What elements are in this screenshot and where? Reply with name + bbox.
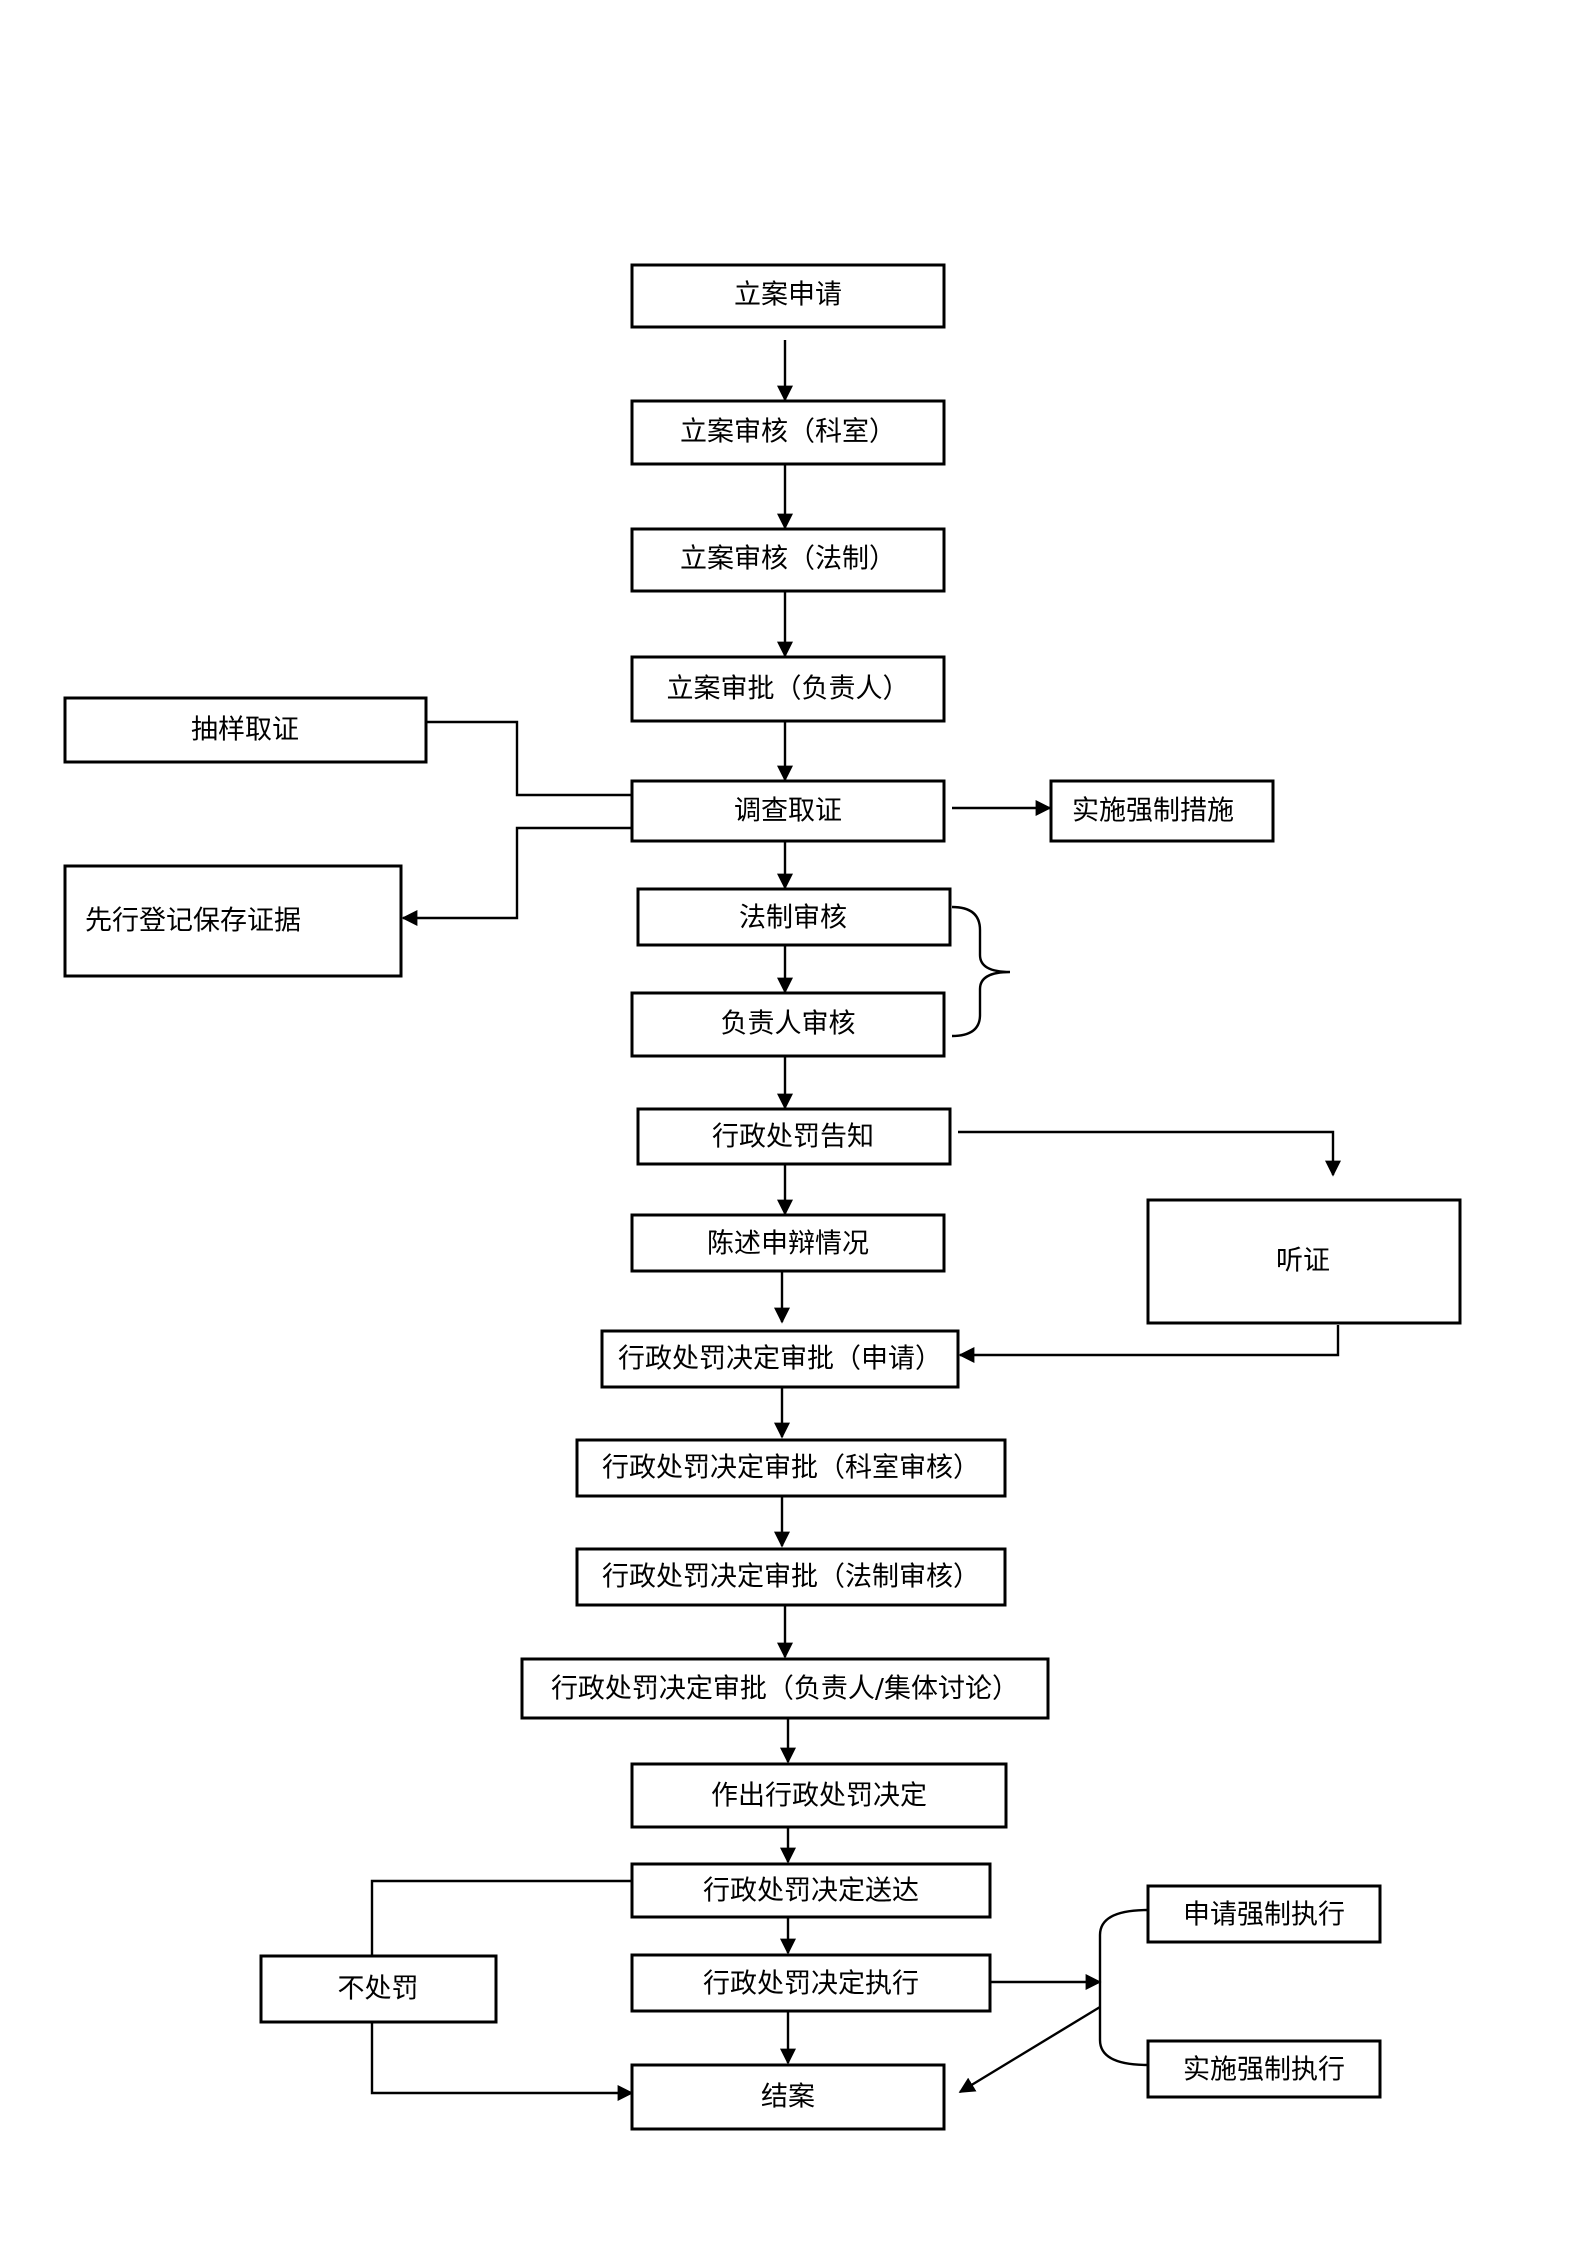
sampling-evidence-label: 抽样取证	[191, 715, 299, 746]
decision-execution-label: 行政处罚决定执行	[703, 1969, 919, 2000]
penalty-notice-box: 行政处罚告知	[636, 1107, 952, 1166]
make-decision-label: 作出行政处罚决定	[711, 1781, 927, 1812]
decision-approval-dept-label: 行政处罚决定审批（科室审核）	[602, 1453, 980, 1484]
hearing-box: 听证	[1146, 1198, 1462, 1325]
decision-approval-head-label: 行政处罚决定审批（负责人/集体讨论）	[551, 1674, 1019, 1705]
apply-enforcement-label: 申请强制执行	[1183, 1900, 1345, 1931]
edge-delivery-to-no-penalty	[370, 1879, 632, 1956]
edge-sampling-to-investigation	[426, 720, 632, 797]
edge-no-penalty-to-case-closed	[370, 2022, 634, 2101]
head-review-box: 负责人审核	[630, 991, 946, 1058]
enforcement-bracket	[1098, 1908, 1149, 2067]
filing-review-dept-label: 立案审核（科室）	[680, 417, 896, 448]
decision-approval-dept-box: 行政处罚决定审批（科室审核）	[575, 1438, 1007, 1498]
decision-delivery-label: 行政处罚决定送达	[703, 1876, 919, 1907]
decision-approval-application-label: 行政处罚决定审批（申请）	[618, 1344, 942, 1375]
decision-approval-head-box: 行政处罚决定审批（负责人/集体讨论）	[520, 1657, 1050, 1720]
filing-approval-head-box: 立案审批（负责人）	[630, 655, 946, 723]
no-penalty-box: 不处罚	[259, 1954, 498, 2024]
implement-enforcement-box: 实施强制执行	[1146, 2039, 1382, 2099]
statement-defense-box: 陈述申辩情况	[630, 1213, 946, 1273]
decision-approval-application-box: 行政处罚决定审批（申请）	[600, 1329, 960, 1389]
connectors	[370, 340, 1341, 2101]
filing-application-box: 立案申请	[630, 263, 946, 329]
no-penalty-label: 不处罚	[338, 1974, 419, 2005]
hearing-label: 听证	[1276, 1246, 1330, 1277]
sampling-evidence-box: 抽样取证	[63, 696, 428, 764]
register-preserve-evidence-label: 先行登记保存证据	[85, 906, 301, 937]
investigation-box: 调查取证	[630, 779, 946, 843]
decision-approval-legal-label: 行政处罚决定审批（法制审核）	[602, 1562, 980, 1593]
decision-delivery-box: 行政处罚决定送达	[630, 1862, 992, 1919]
investigation-label: 调查取证	[734, 796, 842, 827]
edge-enforcement-to-case-closed	[958, 2005, 1101, 2094]
edge-hearing-to-decision-application	[958, 1325, 1340, 1363]
penalty-notice-label: 行政处罚告知	[712, 1122, 874, 1153]
case-closed-label: 结案	[761, 2082, 815, 2113]
filing-review-dept-box: 立案审核（科室）	[630, 399, 946, 466]
legal-review-label: 法制审核	[739, 903, 847, 934]
decision-execution-box: 行政处罚决定执行	[630, 1953, 992, 2013]
apply-enforcement-box: 申请强制执行	[1146, 1884, 1382, 1944]
case-closed-box: 结案	[630, 2063, 946, 2131]
edge-investigation-to-preserve-evidence	[401, 826, 632, 926]
register-preserve-evidence-box: 先行登记保存证据	[63, 864, 403, 978]
implement-enforcement-label: 实施强制执行	[1183, 2055, 1345, 2086]
statement-defense-label: 陈述申辩情况	[707, 1229, 869, 1260]
filing-review-legal-box: 立案审核（法制）	[630, 527, 946, 593]
head-review-label: 负责人审核	[721, 1009, 856, 1040]
legal-review-box: 法制审核	[636, 887, 952, 947]
filing-approval-head-label: 立案审批（负责人）	[667, 674, 910, 705]
decision-approval-legal-box: 行政处罚决定审批（法制审核）	[575, 1547, 1007, 1607]
edge-notice-to-hearing	[958, 1130, 1341, 1177]
filing-review-legal-label: 立案审核（法制）	[680, 544, 896, 575]
coercive-measures-label: 实施强制措施	[1072, 796, 1234, 827]
filing-application-label: 立案申请	[734, 280, 842, 311]
review-brace	[951, 905, 1011, 1038]
make-decision-box: 作出行政处罚决定	[630, 1762, 1008, 1829]
coercive-measures-box: 实施强制措施	[1049, 779, 1275, 843]
